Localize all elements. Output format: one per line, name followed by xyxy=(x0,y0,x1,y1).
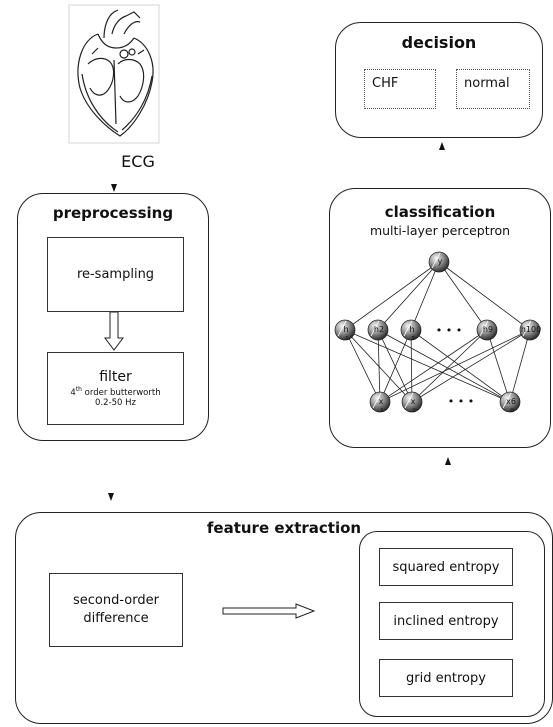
mlp-edge xyxy=(411,329,488,403)
hidden-node: h3 xyxy=(400,319,422,342)
arrow-up-icon xyxy=(439,142,445,150)
svg-text:x: x xyxy=(411,397,416,406)
filter-box: filter 4th order butterworth 0.2-50 Hz xyxy=(47,352,184,425)
decision-option-chf: CHF xyxy=(364,69,436,109)
arrow-down-icon xyxy=(108,493,114,501)
svg-text:3: 3 xyxy=(411,336,415,342)
grid-entropy-box: grid entropy xyxy=(379,659,513,697)
second-order-difference-box: second-order difference xyxy=(49,573,183,647)
mlp-edge xyxy=(344,329,381,403)
feature-extraction-panel: feature extraction second-order differen… xyxy=(15,512,553,724)
heart-icon xyxy=(68,4,160,144)
mlp-edge xyxy=(344,261,440,331)
mlp-edge xyxy=(377,261,440,331)
entropy-group: squared entropy inclined entropy grid en… xyxy=(359,531,545,717)
svg-text:h9: h9 xyxy=(483,325,493,334)
ecg-label: ECG xyxy=(121,152,155,171)
svg-text:h: h xyxy=(409,325,414,334)
mlp-edge xyxy=(509,329,531,403)
decision-title: decision xyxy=(401,33,477,52)
mlp-edge xyxy=(377,329,381,403)
svg-text:0: 0 xyxy=(510,408,514,414)
svg-text:h2: h2 xyxy=(374,325,384,334)
squared-entropy-box: squared entropy xyxy=(379,548,513,586)
hidden-node: h9 xyxy=(476,319,498,341)
inclined-entropy-box: inclined entropy xyxy=(379,602,513,640)
input-node: x2 xyxy=(401,391,423,414)
svg-text:h: h xyxy=(343,325,348,334)
svg-text:x6: x6 xyxy=(506,397,516,406)
mlp-edge xyxy=(379,329,488,403)
svg-text:2: 2 xyxy=(412,408,416,414)
arrow-up-icon xyxy=(445,457,451,465)
feature-extraction-title: feature extraction xyxy=(206,519,362,537)
arrow-down-hollow-icon xyxy=(104,312,124,351)
mlp-edge xyxy=(344,329,413,403)
input-node: x1 xyxy=(369,391,391,414)
svg-text:1: 1 xyxy=(380,408,384,414)
mlp-edge xyxy=(411,329,531,403)
svg-text:h100: h100 xyxy=(521,325,541,334)
mlp-edge xyxy=(438,261,531,331)
ellipsis-label: • • • xyxy=(436,324,462,337)
hidden-node: h2 xyxy=(367,319,389,341)
ellipsis-label: • • • xyxy=(448,395,474,408)
decision-panel: decision CHF normal xyxy=(335,22,543,138)
svg-text:1: 1 xyxy=(345,336,349,342)
resampling-box: re-sampling xyxy=(47,237,184,312)
mlp-edge xyxy=(486,329,511,403)
mlp-edge xyxy=(438,261,488,331)
arrow-right-hollow-icon xyxy=(222,603,316,619)
mlp-edge xyxy=(410,261,440,331)
mlp-edge xyxy=(410,329,511,403)
classification-title: classification xyxy=(384,203,496,221)
preprocessing-panel: preprocessing re-sampling filter 4th ord… xyxy=(17,193,209,441)
input-node: x60 xyxy=(499,391,521,414)
mlp-edge xyxy=(410,329,413,403)
preprocessing-title: preprocessing xyxy=(52,204,174,222)
heart-illustration xyxy=(68,4,160,144)
decision-option-normal: normal xyxy=(456,69,530,109)
classification-subtitle: multi-layer perceptron xyxy=(369,223,511,238)
hidden-node: h100 xyxy=(519,319,541,341)
mlp-edge xyxy=(344,329,511,403)
mlp-edge xyxy=(379,329,412,403)
svg-text:y: y xyxy=(438,257,443,266)
mlp-edge xyxy=(379,329,531,403)
filter-order: 4th order butterworth xyxy=(70,385,161,398)
svg-text:x: x xyxy=(379,397,384,406)
output-node: y xyxy=(428,251,450,273)
mlp-edge xyxy=(377,329,413,403)
arrow-down-icon xyxy=(111,184,117,192)
mlp-edge xyxy=(377,329,511,403)
hidden-node: h1 xyxy=(334,319,356,342)
